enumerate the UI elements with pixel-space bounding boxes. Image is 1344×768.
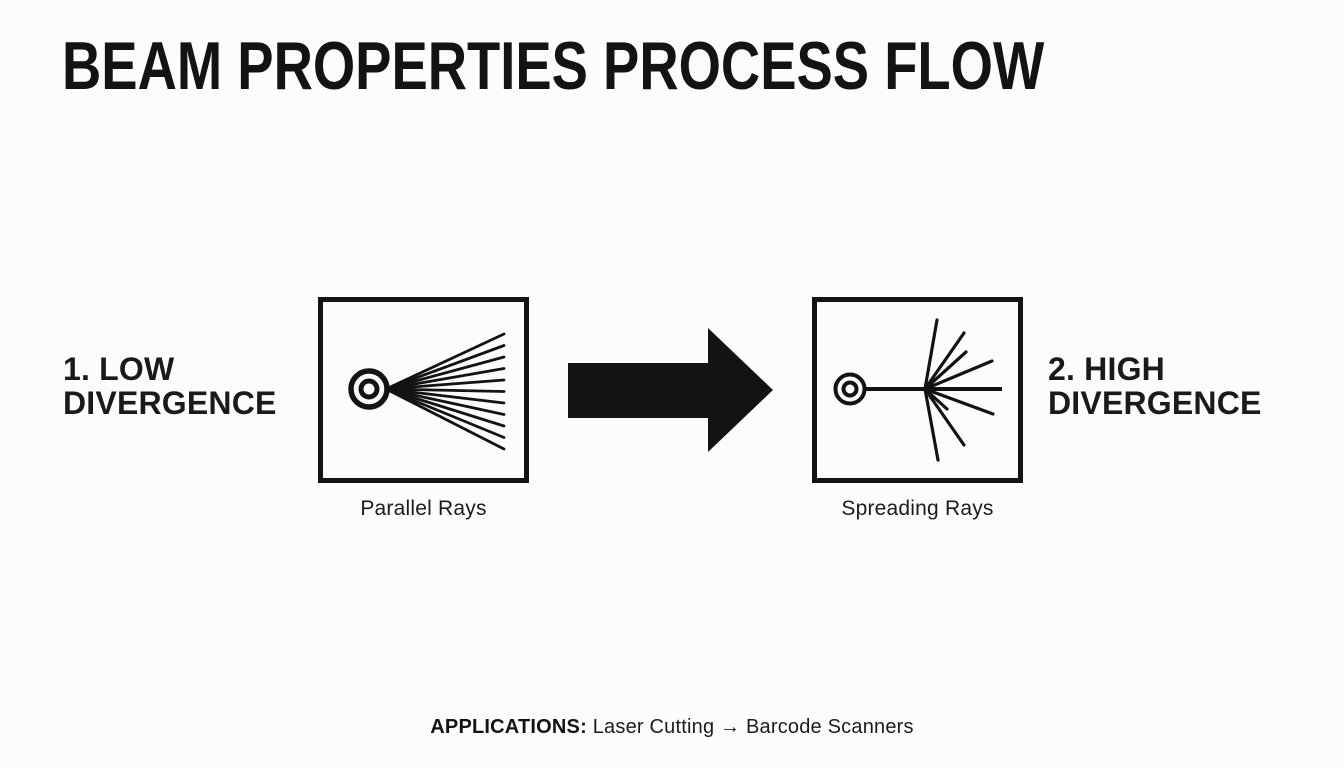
step2-label: 2. HIGH DIVERGENCE [1048,352,1262,420]
low-divergence-box [318,297,529,483]
beam-source-inner-ring [841,380,859,398]
high-divergence-caption: Spreading Rays [841,497,994,520]
beam-source-outer-ring [348,368,390,410]
spread-ray-lines [923,318,995,462]
high-divergence-box [812,297,1023,483]
step1-label: 1. LOW DIVERGENCE [63,352,277,420]
beam-source-outer-ring [833,372,867,406]
flow-right-arrow-icon [568,328,773,452]
applications-value: Laser Cutting → Barcode Scanners [592,716,914,738]
beam-source-inner-ring [358,378,380,400]
page-title: BEAM PROPERTIES PROCESS FLOW [62,28,1045,104]
applications-label: APPLICATIONS: [430,716,587,738]
step2-label-line1: 2. HIGH [1048,351,1165,387]
spreading-rays-icon [833,318,1002,462]
parallel-rays-icon [348,332,506,451]
ray-lines [384,332,506,451]
applications-line: APPLICATIONS: Laser Cutting → Barcode Sc… [0,716,1344,739]
low-divergence-caption: Parallel Rays [360,497,487,520]
step2-label-line2: DIVERGENCE [1048,385,1262,421]
step1-label-line2: DIVERGENCE [63,385,277,421]
step1-label-line1: 1. LOW [63,351,175,387]
